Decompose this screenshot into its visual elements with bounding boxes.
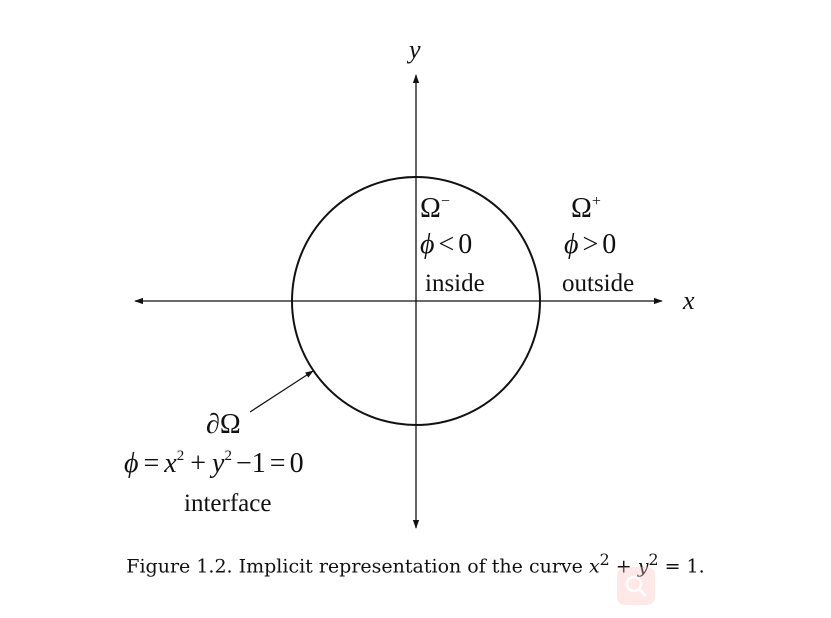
interface-symbol: ∂Ω (206, 409, 241, 440)
interface-label: interface (184, 490, 271, 517)
figure-caption: Figure 1.2. Implicit representation of t… (126, 550, 705, 578)
interface-pointer-arrow (249, 370, 314, 413)
y-axis-label: y (406, 35, 421, 64)
inside-region-label: inside (425, 270, 485, 297)
search-button[interactable] (617, 567, 655, 605)
outside-region-condition: ϕ>0 (564, 229, 616, 260)
outside-region-label: outside (562, 270, 634, 297)
inside-region-condition: ϕ<0 (420, 229, 472, 260)
unit-circle-interface (291, 176, 541, 426)
search-icon (625, 575, 647, 597)
x-axis-label: x (682, 286, 695, 315)
interface-equation: ϕ=x2+y2−1=0 (124, 448, 304, 479)
inside-region-symbol: Ω− (420, 193, 450, 224)
outside-region-symbol: Ω+ (571, 193, 601, 224)
